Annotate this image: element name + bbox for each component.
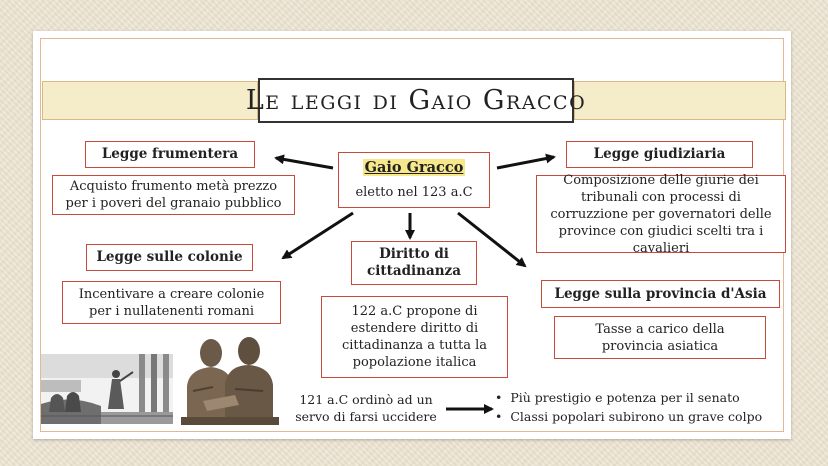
consequence-item: • Classi popolari subirono un grave colp…	[495, 409, 763, 424]
asia-text: Tasse a carico della provincia asiatica	[554, 316, 766, 359]
consequence-item: • Più prestigio e potenza per il senato	[495, 390, 740, 405]
title-band-left	[42, 81, 258, 120]
title-band-right	[574, 81, 786, 120]
center-node-subtitle: eletto nel 123 a.C	[355, 185, 473, 200]
cittadinanza-text: 122 a.C propone di estendere diritto di …	[321, 296, 508, 378]
colonie-text: Incentivare a creare colonie per i nulla…	[62, 281, 281, 324]
center-node: Gaio Gracco eletto nel 123 a.C	[338, 152, 490, 208]
cittadinanza-heading: Diritto di cittadinanza	[351, 241, 477, 285]
arrow-to-colonie	[281, 211, 354, 260]
arrow-to-asia	[457, 211, 527, 268]
giudiziaria-heading: Legge giudiziaria	[566, 141, 753, 168]
consequences-list: • Più prestigio e potenza per il senato …	[495, 388, 762, 426]
gracchi-sculpture-image	[173, 331, 286, 425]
roman-scene-illustration	[41, 354, 173, 424]
colonie-heading: Legge sulle colonie	[86, 244, 253, 271]
page-title: Le leggi di Gaio Gracco	[245, 85, 587, 116]
arrow-to-giudiziaria	[496, 153, 556, 170]
asia-heading: Legge sulla provincia d'Asia	[541, 280, 780, 308]
frumentaria-heading: Legge frumentera	[85, 141, 255, 168]
title-box: Le leggi di Gaio Gracco	[246, 78, 585, 123]
giudiziaria-text: Composizione delle giurie dei tribunali …	[536, 173, 786, 256]
frumentaria-text: Acquisto frumento metà prezzo per i pove…	[52, 175, 295, 215]
arrow-to-frumentaria	[274, 154, 334, 170]
center-node-title: Gaio Gracco	[362, 159, 466, 176]
death-text: 121 a.C ordinò ad un servo di farsi ucci…	[295, 392, 437, 424]
